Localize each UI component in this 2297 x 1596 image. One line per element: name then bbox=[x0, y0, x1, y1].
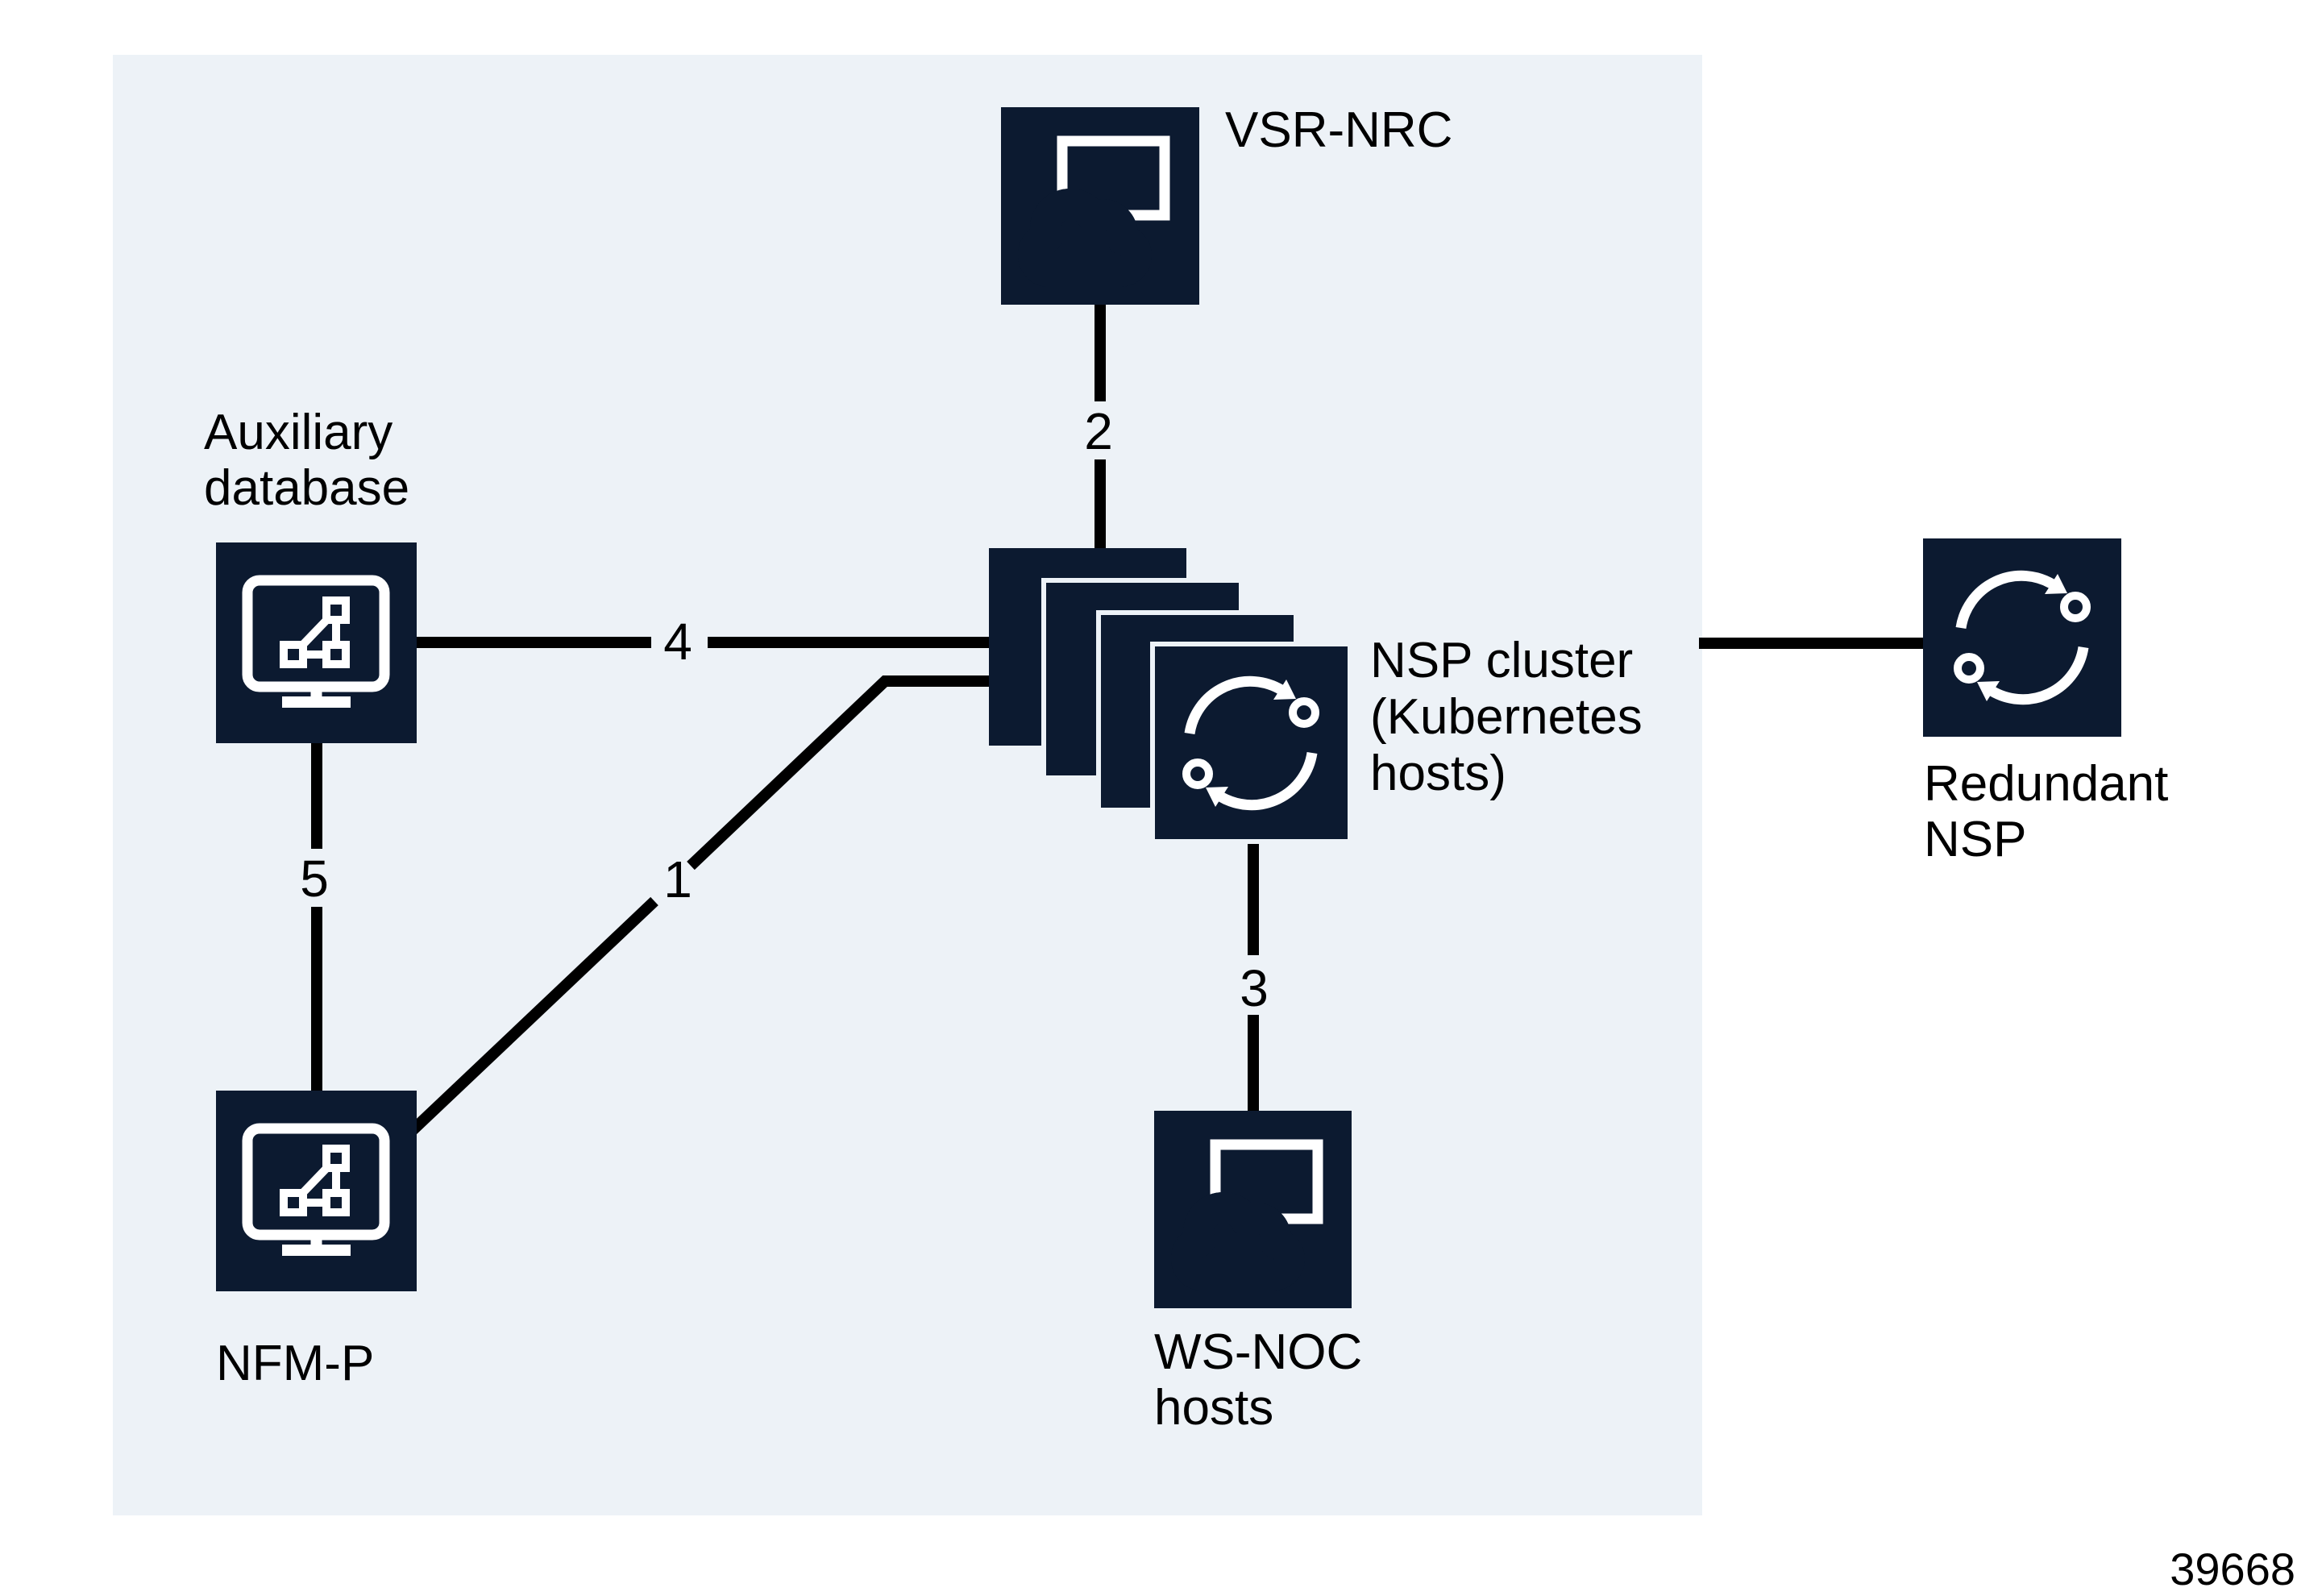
link-label-5: 5 bbox=[300, 850, 329, 908]
node-nsp-cluster: NSP cluster (Kubernetes hosts) bbox=[989, 548, 1643, 844]
ws-noc-label-line2: hosts bbox=[1154, 1380, 1273, 1436]
node-aux-database: Auxiliary database bbox=[204, 405, 417, 743]
redundant-nsp-label-line1: Redundant bbox=[1924, 756, 2168, 812]
nsp-cluster-label-line1: NSP cluster bbox=[1370, 633, 1633, 688]
figure-number: 39668 bbox=[2170, 1544, 2295, 1594]
connectors: 2 4 5 1 3 bbox=[300, 305, 1928, 1152]
nsp-cluster-label-line3: hosts) bbox=[1370, 746, 1506, 801]
aux-db-label-line1: Auxiliary bbox=[204, 405, 393, 460]
link-auxdb-to-cluster: 4 bbox=[417, 613, 999, 671]
nsp-cluster-label-line2: (Kubernetes bbox=[1370, 689, 1643, 745]
link-label-1: 1 bbox=[663, 850, 692, 908]
nfmp-label: NFM-P bbox=[216, 1336, 374, 1391]
vsr-nrc-label: VSR-NRC bbox=[1225, 102, 1452, 158]
link-label-2: 2 bbox=[1084, 402, 1113, 460]
node-nfmp: NFM-P bbox=[216, 1091, 417, 1391]
redundant-nsp-label-line2: NSP bbox=[1924, 812, 2026, 867]
link-label-4: 4 bbox=[663, 613, 692, 671]
redundant-nsp-box bbox=[1923, 538, 2121, 737]
node-vsr-nrc: VSR-NRC bbox=[1001, 102, 1452, 305]
ws-noc-label-line1: WS-NOC bbox=[1154, 1324, 1362, 1380]
node-redundant-nsp: Redundant NSP bbox=[1923, 538, 2168, 867]
link-nfmp-to-cluster: 1 bbox=[391, 675, 999, 1152]
node-ws-noc: WS-NOC hosts bbox=[1154, 1111, 1362, 1436]
link-label-3: 3 bbox=[1240, 959, 1269, 1017]
link-auxdb-to-nfmp: 5 bbox=[300, 743, 329, 1091]
link-vsr-to-cluster: 2 bbox=[1084, 305, 1113, 548]
cluster-host-square-4 bbox=[1150, 642, 1352, 844]
aux-db-label-line2: database bbox=[204, 460, 409, 516]
link-cluster-to-wsnoc: 3 bbox=[1240, 842, 1269, 1111]
